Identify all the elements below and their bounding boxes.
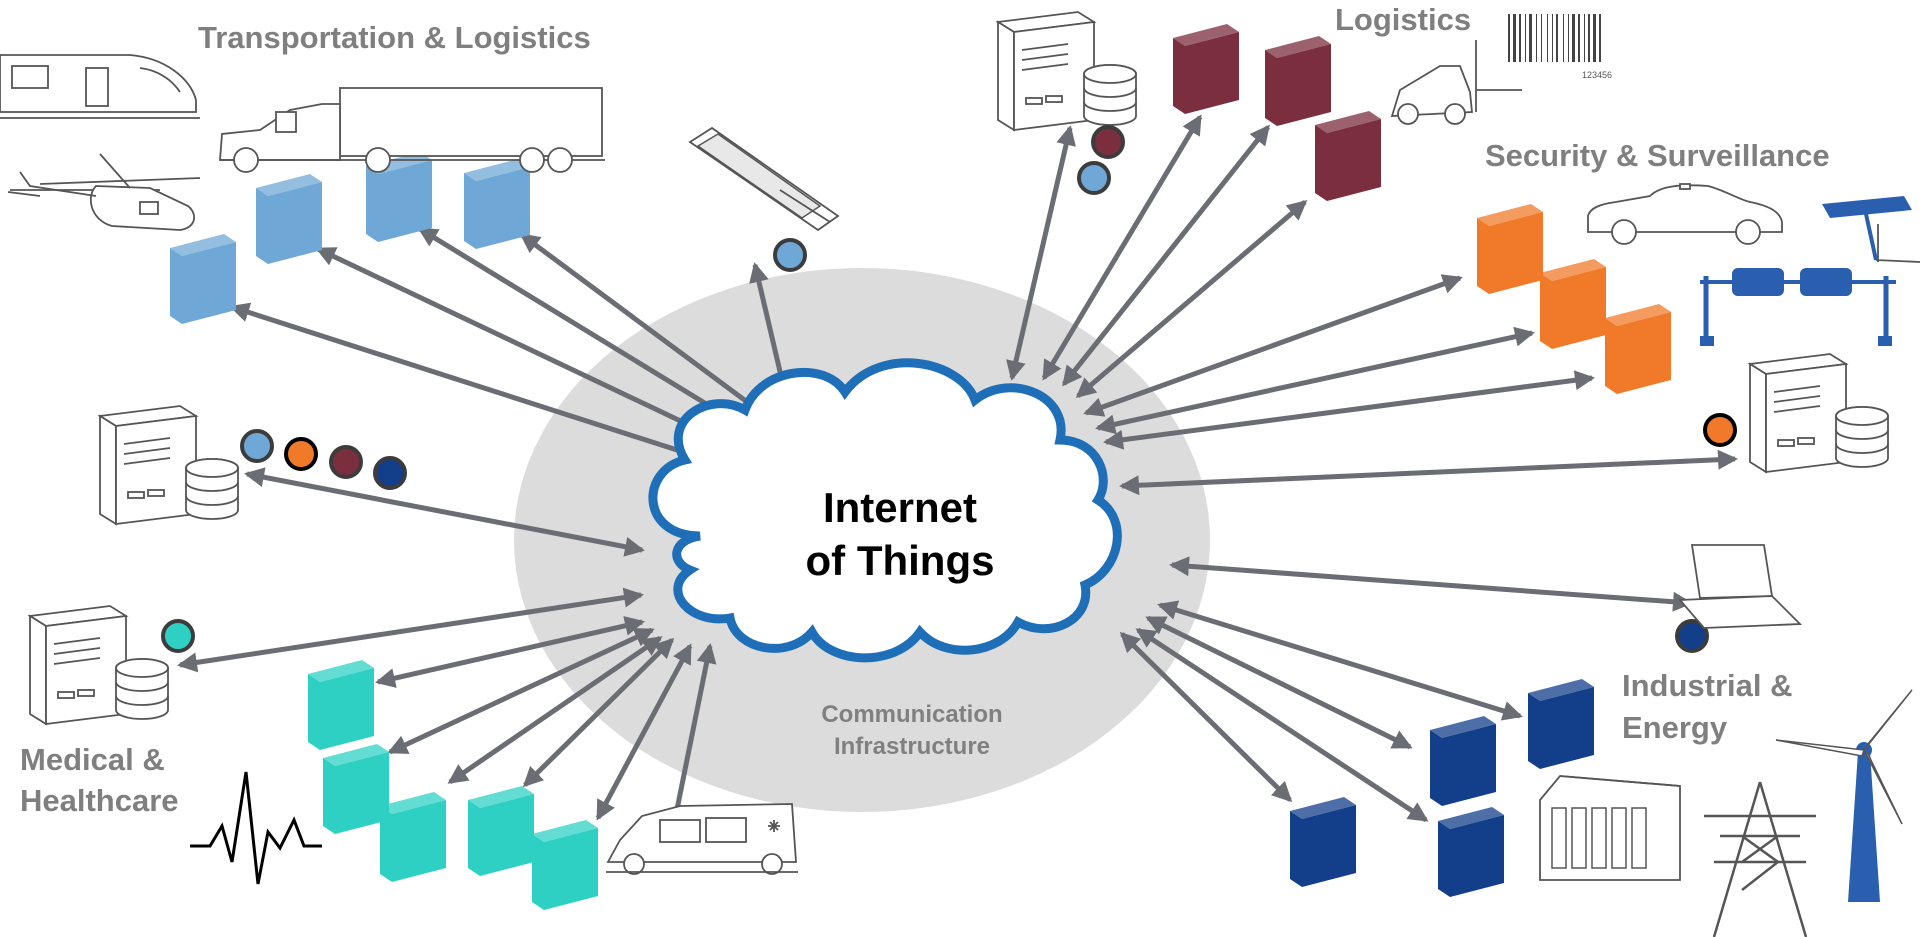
- barcode-bar: [1599, 14, 1601, 62]
- cube-icon: [1315, 111, 1381, 201]
- barcode-bar: [1578, 14, 1580, 62]
- status-dots: [161, 125, 1737, 653]
- cloud-title-line-2: of Things: [806, 537, 995, 584]
- truck-icon: [219, 87, 605, 173]
- cube-icon: [464, 159, 530, 249]
- arrow: [1119, 631, 1293, 803]
- category-medical-line-1: Medical &: [20, 742, 165, 777]
- cube-icon: [170, 234, 236, 324]
- cube-icon: [1173, 24, 1239, 114]
- barcode-bar: [1525, 14, 1526, 62]
- barcode-bar: [1513, 14, 1516, 62]
- barcode-bar: [1556, 14, 1558, 62]
- server-icon: [29, 605, 169, 725]
- gantry-icon: [1700, 268, 1896, 346]
- arrow: [1041, 114, 1203, 381]
- arrow: [1103, 370, 1595, 450]
- status-dot: [373, 456, 407, 490]
- barcode-bar: [1572, 14, 1575, 62]
- power-tower-icon: [1704, 781, 1816, 937]
- category-transportation-logistics: Transportation & Logistics: [198, 20, 591, 55]
- barcode-bar: [1547, 14, 1548, 62]
- satellite-icon: [1822, 196, 1920, 263]
- power-station-icon: [1539, 775, 1681, 881]
- cube-icon: [1265, 36, 1331, 126]
- status-dot: [161, 619, 195, 653]
- barcode-bar: [1588, 14, 1590, 62]
- arrow: [244, 467, 645, 557]
- barcode-bar: [1508, 14, 1510, 62]
- cube-icon: [256, 174, 322, 264]
- category-security-surveillance: Security & Surveillance: [1485, 138, 1830, 173]
- status-dot: [773, 238, 807, 272]
- cube-icon: [1290, 797, 1356, 887]
- ambulance-icon: [606, 803, 798, 875]
- cube-icon: [468, 786, 534, 876]
- barcode-bar: [1593, 14, 1596, 62]
- car-icon: [1587, 183, 1783, 245]
- cube-icon: [1528, 679, 1594, 769]
- barcode-bar: [1519, 14, 1521, 62]
- cube-icon: [1430, 716, 1496, 806]
- cloud: [648, 358, 1122, 663]
- barcode-icon: 123456: [1508, 14, 1612, 80]
- arrow: [1075, 200, 1308, 398]
- arrow: [519, 232, 765, 416]
- cube-icon: [532, 820, 598, 910]
- barcode-bar: [1541, 14, 1542, 62]
- status-dot: [1703, 413, 1737, 447]
- barcode-bar: [1529, 14, 1532, 62]
- arrow: [1157, 600, 1523, 721]
- wind-turbine-icon: [1775, 689, 1913, 902]
- status-dot: [329, 445, 363, 479]
- arrow: [1169, 556, 1693, 612]
- barcode-bar: [1563, 14, 1564, 62]
- train-icon: [0, 54, 200, 119]
- category-logistics: Logistics: [1335, 2, 1471, 37]
- cube-icon: [1477, 204, 1543, 294]
- barcode-bar: [1584, 14, 1585, 62]
- barcode-bar: [1568, 14, 1569, 62]
- status-dot: [1091, 125, 1125, 159]
- cube-icon: [308, 660, 374, 750]
- helicopter-icon: [7, 153, 201, 231]
- cube-icon: [380, 792, 446, 882]
- barcode-number: 123456: [1582, 70, 1612, 80]
- status-dot: [284, 437, 318, 471]
- cube-icon: [323, 744, 389, 834]
- arrow: [1119, 449, 1738, 496]
- server-icon: [997, 11, 1137, 131]
- arrow: [1145, 615, 1413, 750]
- connection-arrows: [177, 114, 1738, 847]
- status-dot: [1077, 161, 1111, 195]
- laptop-icon: [1678, 544, 1803, 629]
- server-icon: [99, 405, 239, 525]
- barcode-bar: [1552, 14, 1553, 62]
- category-medical-line-2: Healthcare: [20, 783, 179, 818]
- communication-infrastructure-label-1: Communication: [821, 701, 1002, 728]
- cube-icon: [1540, 259, 1606, 349]
- handheld-device-icon: [688, 126, 840, 232]
- heartbeat-icon: [190, 771, 322, 885]
- arrow: [1083, 274, 1463, 417]
- category-industrial-line-2: Energy: [1622, 710, 1728, 745]
- forklift-icon: [1390, 40, 1522, 125]
- status-dot: [1675, 619, 1709, 653]
- server-icon: [1749, 353, 1889, 473]
- cube-icon: [1605, 304, 1671, 394]
- communication-infrastructure-label-2: Infrastructure: [834, 733, 990, 760]
- status-dot: [240, 429, 274, 463]
- category-industrial-line-1: Industrial &: [1622, 668, 1793, 703]
- barcode-bar: [1536, 14, 1537, 62]
- cloud-title-line-1: Internet: [823, 484, 977, 531]
- cube-icon: [1438, 807, 1504, 897]
